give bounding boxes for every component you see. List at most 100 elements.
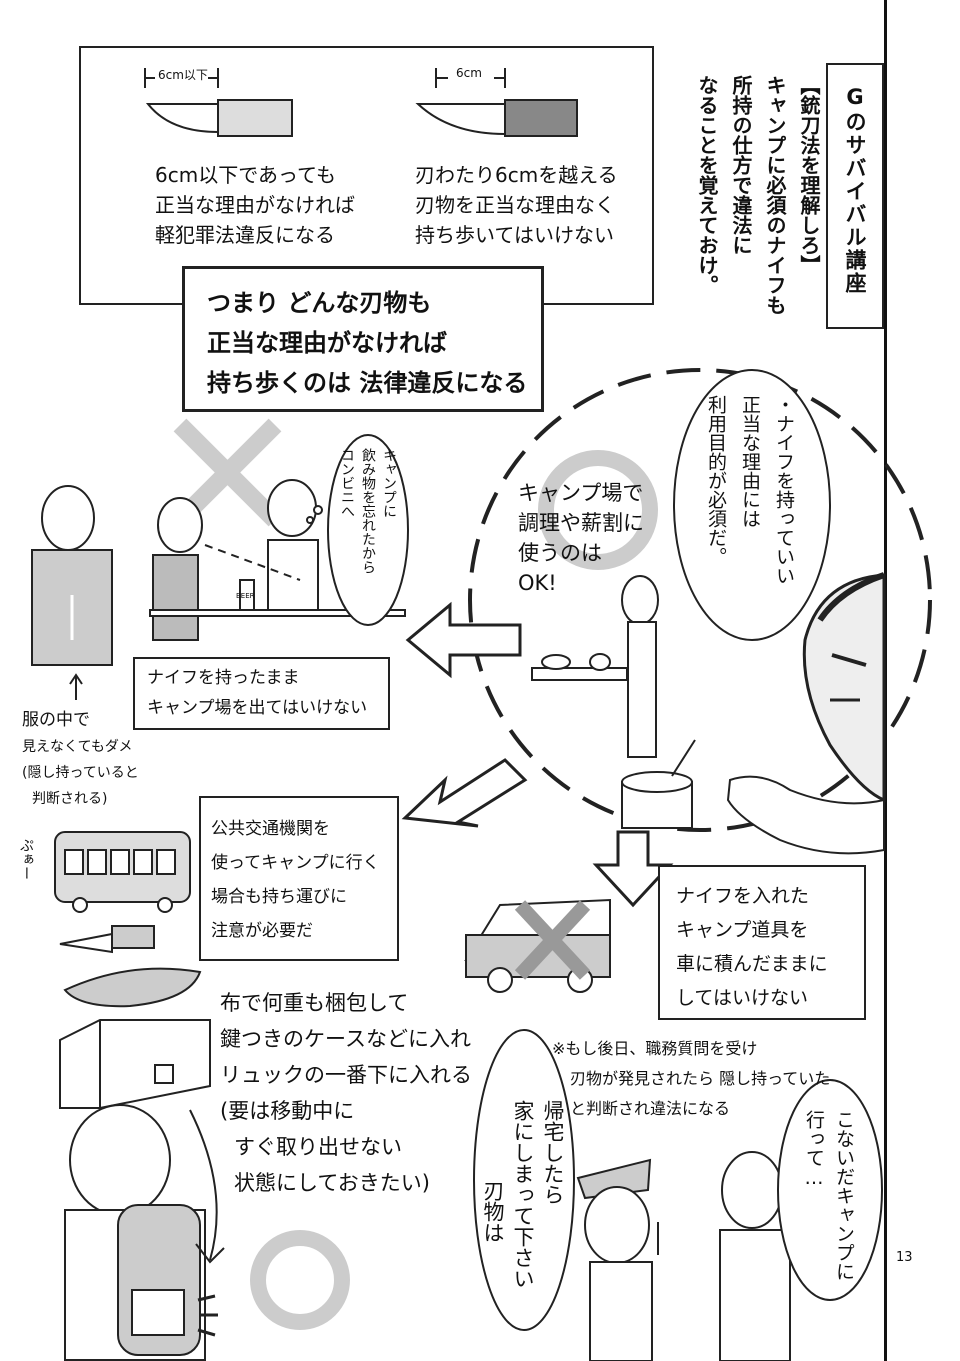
summary-line-3: 持ち歩くのは 法律違反になる xyxy=(207,369,528,397)
backpack-man-figure xyxy=(64,1104,206,1361)
bowl-icon xyxy=(541,654,571,670)
lead-line-2: キャンプに必須のナイフも xyxy=(763,75,787,315)
car-x-icon xyxy=(514,900,591,980)
store-clerk-figure xyxy=(152,497,203,641)
car-line-2: キャンプ道具を xyxy=(676,919,809,941)
hidden-note-line-1: 服の中で xyxy=(22,710,90,730)
man-in-jacket-figure xyxy=(31,485,113,666)
transit-line-4: 注意が必要だ xyxy=(211,921,313,941)
leave-camp-line-2: キャンプ場を出てはいけない xyxy=(147,698,368,718)
gaze-dashed-line xyxy=(204,544,301,581)
leave-camp-rule-box: ナイフを持ったまま キャンプ場を出てはいけない xyxy=(133,657,390,730)
transit-line-1: 公共交通機関を xyxy=(211,819,330,839)
onion-icon xyxy=(589,653,611,671)
ok-ring-icon xyxy=(538,450,658,570)
g-speech-line-1: ・ナイフを持っていい xyxy=(773,395,795,585)
packing-line-5: すぐ取り出せない xyxy=(234,1135,402,1159)
camp-table xyxy=(531,667,628,681)
packing-line-4: (要は移動中に xyxy=(220,1099,355,1123)
transit-line-2: 使ってキャンプに行く xyxy=(211,853,380,873)
long-knife-icon xyxy=(415,68,578,137)
short-knife-rule-text: 6cm以下であっても 正当な理由がなければ 軽犯罪法違反になる xyxy=(155,160,355,250)
thought-line-2: 飲み物を忘れたから xyxy=(360,448,376,574)
g-speech-line-3: 利用目的が必須だ。 xyxy=(705,395,727,566)
summary-box: つまり どんな刃物も 正当な理由がなければ 持ち歩くのは 法律違反になる xyxy=(182,266,544,412)
sound-lines-icon xyxy=(197,1294,218,1337)
series-title-box xyxy=(826,63,884,329)
page-number: 13 xyxy=(896,1250,913,1265)
camp-cooking-figure xyxy=(621,575,659,758)
camp-ok-line-1: キャンプ場で xyxy=(518,481,644,505)
short-knife-line-2: 正当な理由がなければ xyxy=(155,193,355,217)
man-line-2: 行って… xyxy=(803,1110,825,1189)
packing-line-3: リュックの一番下に入れる xyxy=(220,1063,472,1087)
hidden-note-line-2: 見えなくてもダメ xyxy=(22,739,133,755)
short-knife-size-label: 6cm以下 xyxy=(158,68,208,82)
interrogation-footnote: ※もし後日、職務質問を受け 刃物が発見されたら 隠し持っていた と判断され違法に… xyxy=(552,1034,830,1124)
short-knife-icon xyxy=(144,68,293,137)
camp-ok-line-4: OK! xyxy=(518,571,557,595)
train-sound: ぷぁー xyxy=(18,838,34,880)
arrow-down-icon xyxy=(592,830,674,908)
camp-ok-line-3: 使うのは xyxy=(518,541,602,565)
man-speech-text: こないだキャンプに 行って… xyxy=(800,1110,858,1300)
thought-line-3: コンビニへ xyxy=(339,448,355,518)
thought-bubble xyxy=(327,434,409,626)
thought-line-1: キャンプに xyxy=(381,448,397,518)
packing-note: 布で何重も梱包して 鍵つきのケースなどに入れ リュックの一番下に入れる (要は移… xyxy=(220,985,472,1201)
packing-line-6: 状態にしておきたい) xyxy=(234,1171,430,1195)
pointing-hand-icon xyxy=(726,775,885,855)
stump-with-axe-icon xyxy=(621,739,696,829)
lead-text: 【銃刀法を理解しろ】 キャンプに必須のナイフも 所持の仕方で違法に なることを覚… xyxy=(690,75,824,335)
short-knife-line-1: 6cm以下であっても xyxy=(155,163,337,187)
man-speech-bubble xyxy=(777,1079,883,1301)
camp-ok-circle xyxy=(468,368,932,832)
summary-line-2: 正当な理由がなければ xyxy=(207,329,447,357)
camper-at-store-figure xyxy=(267,479,319,613)
arrow-left-icon xyxy=(405,601,522,679)
hidden-carry-note: 服の中で 見えなくてもダメ (隠し持っていると 判断される) xyxy=(22,706,139,812)
long-knife-line-2: 刃物を正当な理由なく xyxy=(415,193,615,217)
police-speech-text: 帰宅したら 家にしまって下さい 刃物は xyxy=(478,1100,568,1315)
knife-icon xyxy=(59,925,155,954)
g-speech-text: ・ナイフを持っていい 正当な理由には 利用目的が必須だ。 xyxy=(700,395,798,625)
ok-ring-icon-2 xyxy=(250,1230,350,1330)
short-knife-line-3: 軽犯罪法違反になる xyxy=(155,223,335,247)
car-line-3: 車に積んだままに xyxy=(676,953,828,975)
train-icon xyxy=(54,831,191,913)
locked-case-icon xyxy=(59,1019,211,1109)
footnote-line-3: と判断され違法になる xyxy=(570,1099,731,1118)
curved-arrow-icon xyxy=(189,1109,218,1261)
police-speech-bubble xyxy=(473,1029,575,1331)
knife-panel-frame xyxy=(79,46,654,305)
g-character-face xyxy=(802,572,886,803)
police-officer-figure xyxy=(576,1158,659,1361)
packing-line-2: 鍵つきのケースなどに入れ xyxy=(220,1027,471,1051)
car-rule-box: ナイフを入れた キャンプ道具を 車に積んだままに してはいけない xyxy=(658,865,866,1020)
series-title: Gのサバイバル講座 xyxy=(843,85,867,295)
long-knife-rule-text: 刃わたり6cmを越える 刃物を正当な理由なく 持ち歩いてはいけない xyxy=(415,160,618,250)
leave-camp-line-1: ナイフを持ったまま xyxy=(147,668,300,688)
car-line-4: してはいけない xyxy=(676,987,809,1009)
police-line-1: 帰宅したら xyxy=(541,1100,565,1205)
arrow-down-left-icon xyxy=(401,758,528,828)
wrapped-knife-icon xyxy=(63,967,202,1008)
man-line-1: こないだキャンプに xyxy=(833,1110,855,1281)
worried-man-figure xyxy=(719,1151,791,1361)
footnote-line-1: ※もし後日、職務質問を受け xyxy=(552,1039,758,1058)
g-speech-bubble xyxy=(673,369,831,641)
prohibited-x-icon xyxy=(173,418,282,527)
lead-line-3: 所持の仕方で違法に xyxy=(729,75,753,255)
long-knife-line-3: 持ち歩いてはいけない xyxy=(415,223,614,247)
hidden-note-line-3: (隠し持っていると xyxy=(22,765,139,781)
long-knife-line-1: 刃わたり6cmを越える xyxy=(415,163,618,187)
transit-rule-box: 公共交通機関を 使ってキャンプに行く 場合も持ち運びに 注意が必要だ xyxy=(199,796,399,961)
long-knife-size-label: 6cm xyxy=(456,66,482,80)
camp-ok-text: キャンプ場で 調理や薪割に 使うのは OK! xyxy=(518,478,644,598)
hidden-note-line-4: 判断される) xyxy=(32,791,108,807)
police-line-2: 家にしまって下さい xyxy=(511,1100,535,1289)
summary-line-1: つまり どんな刃物も xyxy=(207,289,432,317)
lead-line-4: なることを覚えておけ。 xyxy=(695,75,719,295)
police-line-3: 刃物は xyxy=(481,1180,505,1243)
g-speech-line-2: 正当な理由には xyxy=(739,395,761,528)
